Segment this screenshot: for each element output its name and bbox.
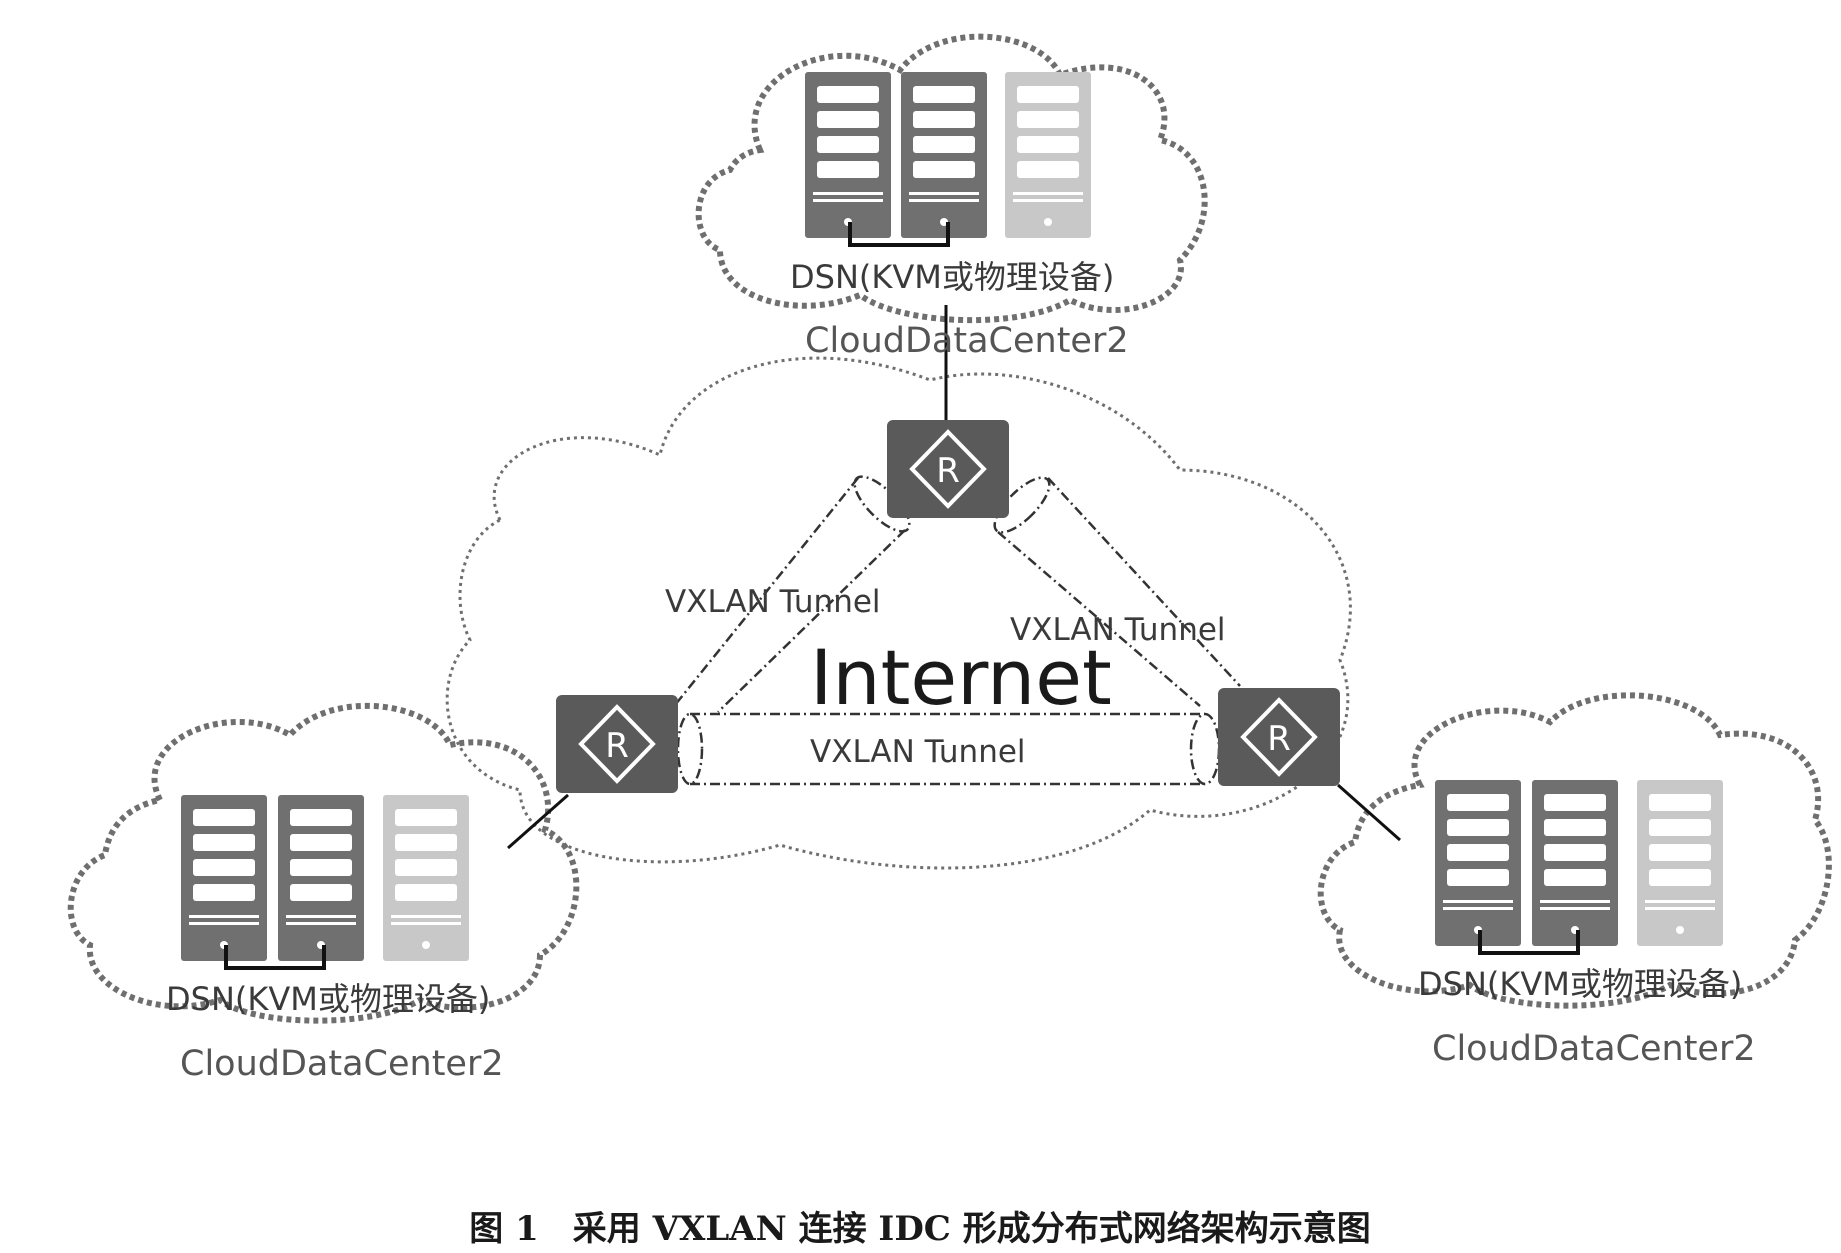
cloud-top [695, 33, 1208, 324]
router-letter: R [605, 726, 629, 766]
device-label-right: DSN(KVM或物理设备) [1418, 965, 1742, 1003]
device-label-top: DSN(KVM或物理设备) [790, 258, 1114, 296]
server-group-right [1435, 780, 1723, 955]
server-group-left [181, 795, 469, 970]
server-group-top [805, 72, 1091, 247]
dc-name-left: CloudDataCenter2 [180, 1044, 504, 1084]
tunnel-right [993, 476, 1241, 707]
dc-name-right: CloudDataCenter2 [1432, 1029, 1756, 1069]
internet-label: Internet [810, 633, 1112, 722]
router-letter: R [1267, 719, 1291, 759]
dc-name-top: CloudDataCenter2 [805, 321, 1129, 361]
tunnel-left-label: VXLAN Tunnel [665, 584, 881, 620]
tunnel-bottom-label: VXLAN Tunnel [810, 734, 1026, 770]
tunnel-right-label: VXLAN Tunnel [1010, 612, 1226, 648]
router-top: R [885, 418, 1011, 520]
link-right [1337, 783, 1401, 842]
device-label-left: DSN(KVM或物理设备) [166, 980, 490, 1018]
router-left: R [554, 693, 680, 795]
router-letter: R [936, 451, 960, 491]
cloud-left [67, 702, 580, 1024]
router-right: R [1216, 686, 1342, 788]
link-left [507, 793, 569, 850]
figure-caption: 图 1 采用 VXLAN 连接 IDC 形成分布式网络架构示意图 [469, 1209, 1370, 1249]
